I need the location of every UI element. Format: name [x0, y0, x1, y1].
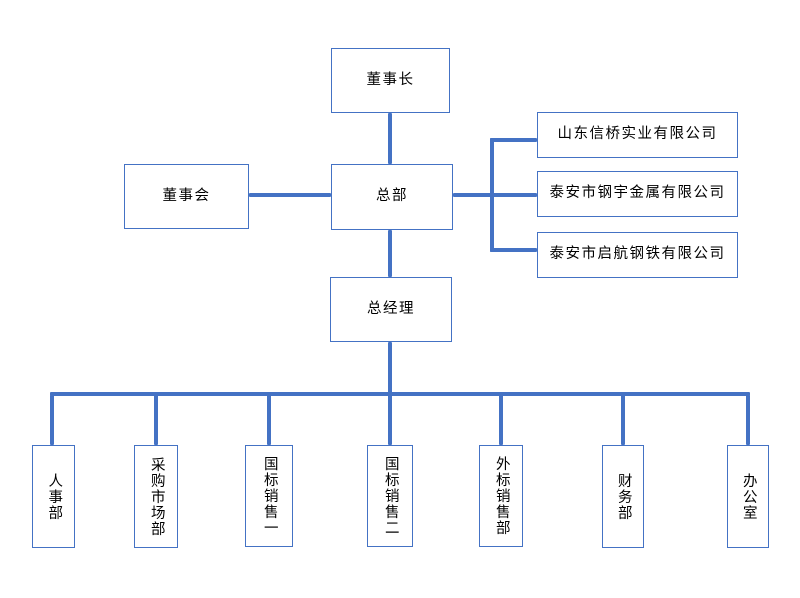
dept-box-finance[interactable]: 财务部 [602, 445, 644, 548]
headquarters-box[interactable]: 总部 [331, 164, 453, 230]
dept-box-hr[interactable]: 人事部 [32, 445, 75, 548]
dept-box-office[interactable]: 办公室 [727, 445, 769, 548]
connector-drop-5 [499, 395, 503, 445]
connector-drop-6 [621, 395, 625, 445]
connector-rail [50, 392, 750, 396]
connector-drop-4 [388, 395, 392, 445]
connector-chairman-hq [388, 113, 392, 164]
connector-hq-subsidiary-2 [453, 193, 537, 197]
dept-box-external-sales[interactable]: 外标销售部 [479, 445, 523, 547]
connector-drop-3 [267, 395, 271, 445]
connector-gm-rail [388, 342, 392, 393]
subsidiary-box-1[interactable]: 山东信桥实业有限公司 [537, 112, 738, 158]
connector-drop-2 [154, 395, 158, 445]
connector-hq-gm [388, 230, 392, 277]
connector-subsidiary-1 [490, 138, 537, 142]
connector-drop-7 [746, 395, 750, 445]
dept-box-gb-sales-2[interactable]: 国标销售二 [367, 445, 413, 547]
chairman-box[interactable]: 董事长 [331, 48, 450, 113]
connector-board-hq [249, 193, 331, 197]
subsidiary-box-3[interactable]: 泰安市启航钢铁有限公司 [537, 232, 738, 278]
dept-box-gb-sales-1[interactable]: 国标销售一 [245, 445, 293, 547]
dept-box-procurement-market[interactable]: 采购市场部 [134, 445, 178, 548]
connector-subsidiary-3 [490, 248, 537, 252]
connector-drop-1 [50, 395, 54, 445]
general-manager-box[interactable]: 总经理 [330, 277, 452, 342]
subsidiary-box-2[interactable]: 泰安市钢宇金属有限公司 [537, 171, 738, 217]
connector-subsidiary-trunk [490, 138, 494, 252]
board-box[interactable]: 董事会 [124, 164, 249, 229]
